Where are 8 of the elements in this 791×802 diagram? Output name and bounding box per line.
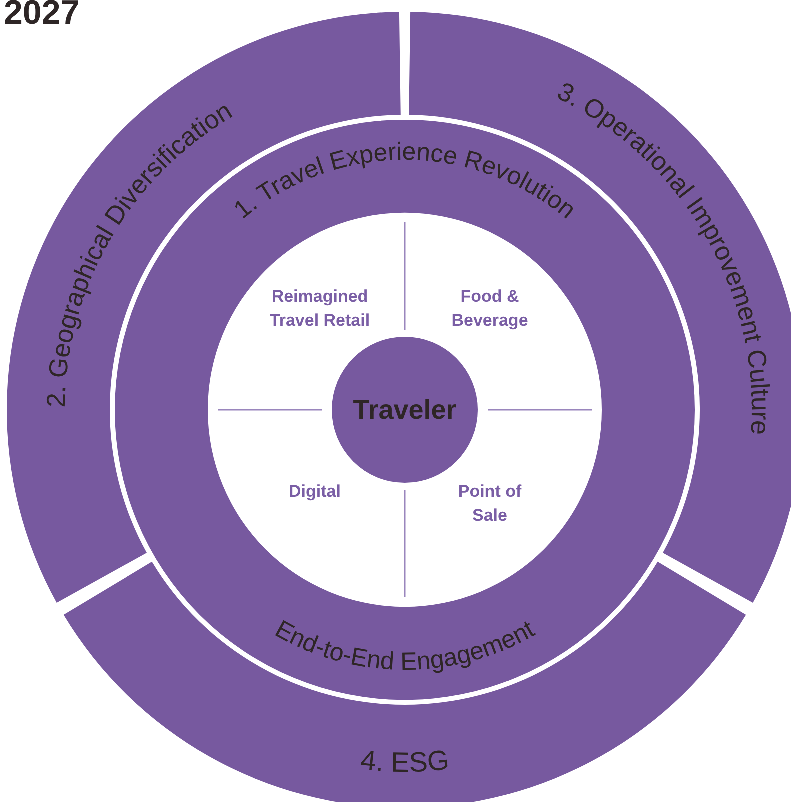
segment-label: Food & Beverage	[440, 285, 540, 333]
segment-label: Digital	[265, 480, 365, 504]
title: 2027	[4, 0, 80, 33]
ring-segment	[64, 562, 746, 802]
segment-label: Reimagined Travel Retail	[252, 285, 388, 333]
center-label: Traveler	[353, 394, 457, 426]
segment-label: Point of Sale	[455, 480, 525, 528]
curved-label: 4. ESG	[359, 744, 451, 778]
